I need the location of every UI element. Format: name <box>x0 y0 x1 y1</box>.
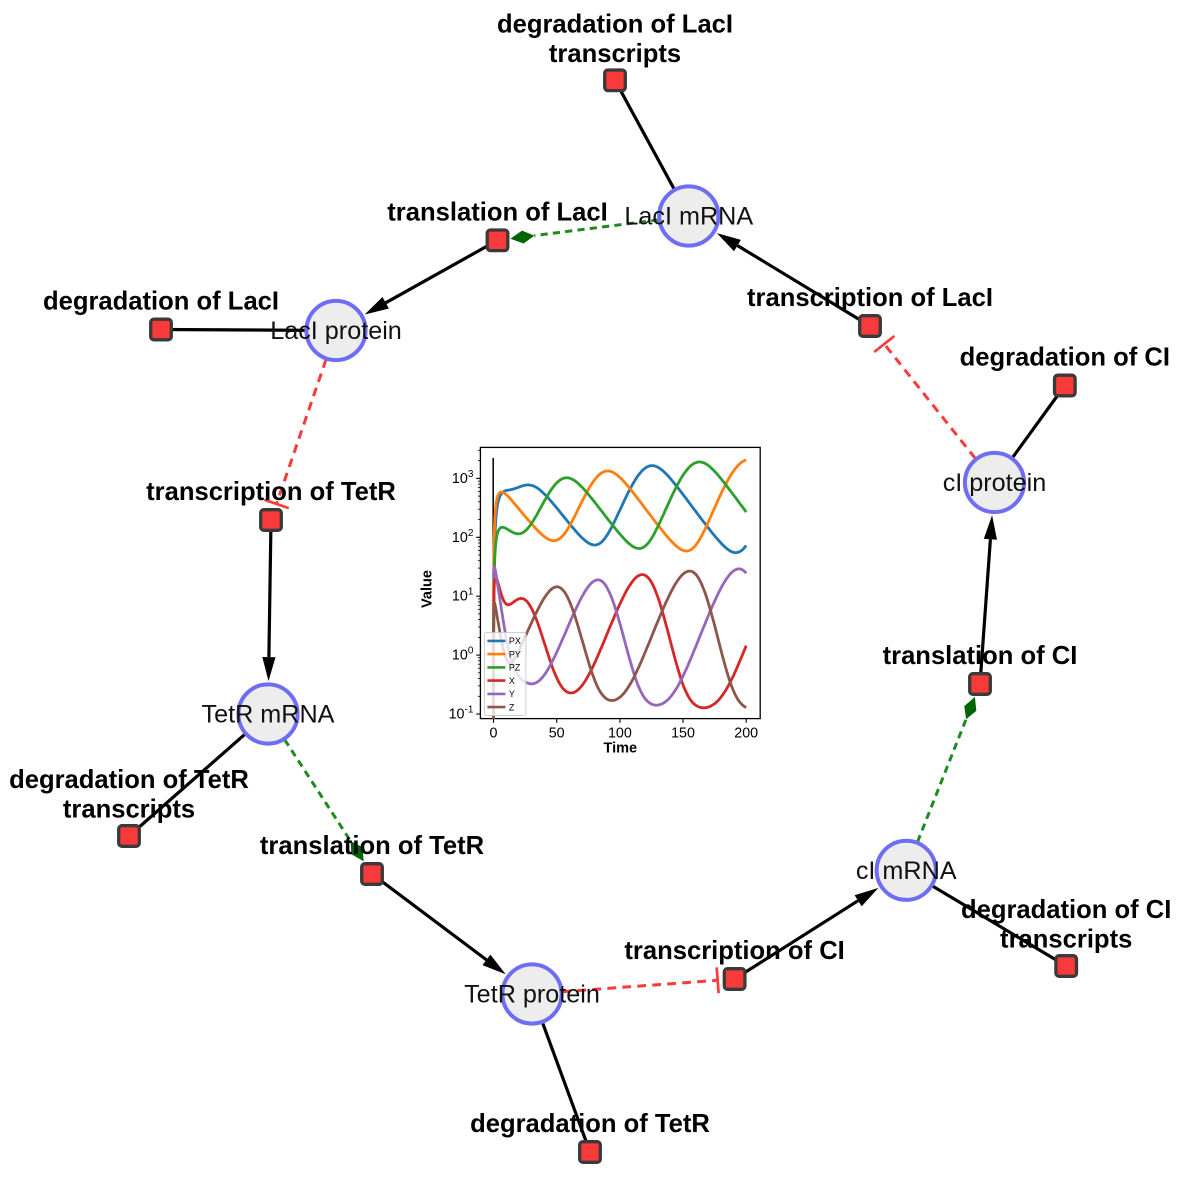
svg-text:cI protein: cI protein <box>943 469 1047 497</box>
svg-text:translation of LacI: translation of LacI <box>387 198 607 226</box>
svg-text:degradation of TetR: degradation of TetR <box>9 766 249 794</box>
svg-text:PY: PY <box>509 649 521 659</box>
svg-text:translation of TetR: translation of TetR <box>260 832 484 860</box>
svg-text:degradation of TetR: degradation of TetR <box>470 1110 710 1138</box>
svg-text:Value: Value <box>420 570 436 608</box>
svg-text:50: 50 <box>549 726 565 742</box>
svg-text:transcription of TetR: transcription of TetR <box>146 478 396 506</box>
svg-text:Z: Z <box>509 702 515 712</box>
svg-text:Time: Time <box>604 741 638 757</box>
svg-text:PX: PX <box>509 636 521 646</box>
svg-text:200: 200 <box>734 726 758 742</box>
svg-text:transcripts: transcripts <box>1000 926 1132 954</box>
svg-text:degradation of CI: degradation of CI <box>960 344 1170 372</box>
svg-text:LacI mRNA: LacI mRNA <box>624 203 753 231</box>
svg-text:TetR mRNA: TetR mRNA <box>202 701 335 729</box>
svg-text:0: 0 <box>490 726 498 742</box>
svg-text:PZ: PZ <box>509 663 521 673</box>
svg-text:transcription of LacI: transcription of LacI <box>747 284 993 312</box>
svg-text:TetR protein: TetR protein <box>464 981 600 1009</box>
svg-text:transcripts: transcripts <box>549 40 681 68</box>
svg-text:100: 100 <box>608 726 632 742</box>
svg-text:X: X <box>509 676 515 686</box>
svg-text:transcripts: transcripts <box>63 796 195 824</box>
svg-text:transcription of CI: transcription of CI <box>624 937 844 965</box>
svg-text:translation of CI: translation of CI <box>883 642 1078 670</box>
svg-text:LacI protein: LacI protein <box>270 317 402 345</box>
svg-text:cI mRNA: cI mRNA <box>856 857 957 885</box>
svg-text:degradation of CI: degradation of CI <box>961 896 1171 924</box>
svg-text:degradation of LacI: degradation of LacI <box>497 10 733 38</box>
svg-text:150: 150 <box>671 726 695 742</box>
svg-text:degradation of LacI: degradation of LacI <box>43 288 279 316</box>
svg-text:Y: Y <box>509 689 515 699</box>
